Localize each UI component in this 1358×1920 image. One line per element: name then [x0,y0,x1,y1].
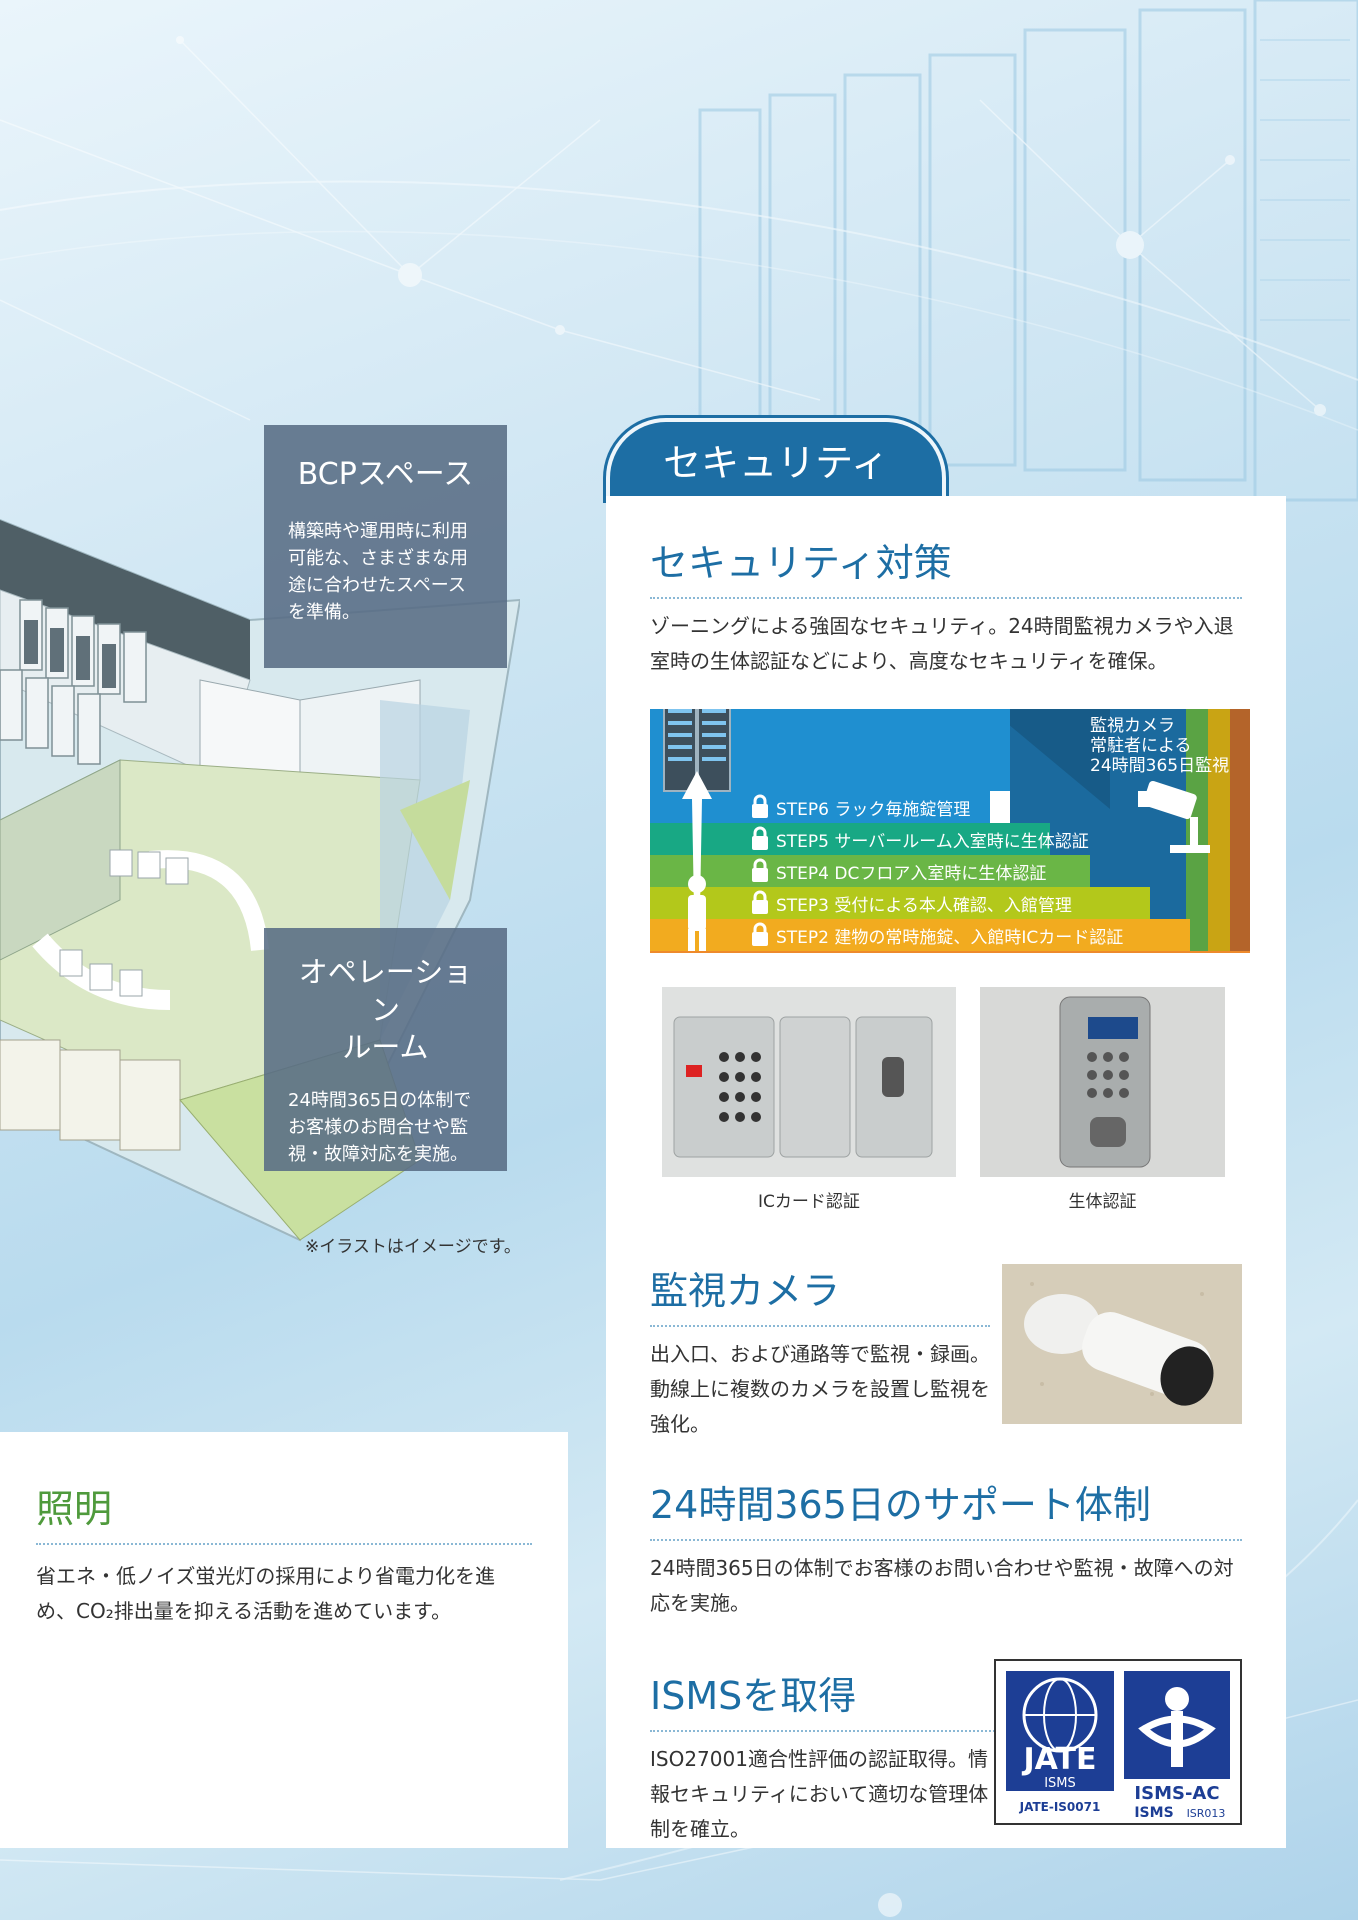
lock-icon [752,858,768,882]
lock-icon [752,922,768,946]
lock-icon [752,890,768,914]
isms-ac-logo-code: ISR013 [1187,1807,1226,1820]
jate-logo-text: JATE [1021,1742,1096,1777]
step-label-5: STEP5 サーバールーム入室時に生体認証 [776,832,1089,852]
bcp-space-title: BCPスペース [297,457,474,492]
security-tab-heading: セキュリティ [606,418,946,500]
lighting-section: 照明 省エネ・低ノイズ蛍光灯の採用により省電力化を進め、CO₂排出量を抑える活動… [0,1432,568,1848]
ic-card-photo-block: ICカード認証 [662,987,956,1212]
biometric-photo-block: 生体認証 [980,987,1225,1212]
step-label-6: STEP6 ラック毎施錠管理 [776,800,970,820]
camera-desc: 出入口、および通路等で監視・録画。動線上に複数のカメラを設置し監視を強化。 [650,1342,990,1436]
camera-section: 監視カメラ 出入口、および通路等で監視・録画。動線上に複数のカメラを設置し監視を… [650,1260,1242,1450]
camera-title: 監視カメラ [650,1260,990,1327]
security-steps-diagram: STEP6 ラック毎施錠管理 STEP5 サーバールーム入室時に生体認証 STEP4… [650,694,1250,983]
isms-title: ISMSを取得 [650,1665,1002,1732]
step-bar-6 [650,791,990,823]
jate-logo-code: JATE-IS0071 [1019,1800,1101,1814]
support-desc: 24時間365日の体制でお客様のお問い合わせや監視・故障への対応を実施。 [650,1556,1234,1615]
security-camera-icon [1138,780,1210,853]
lock-icon [752,794,768,818]
isms-section: ISMSを取得 ISO27001適合性評価の認証取得。情報セキュリティにおいて適… [650,1659,1242,1847]
monitor-band-yellow [1208,709,1230,953]
operation-room-desc: 24時間365日の体制でお客様のお問合せや監視・故障対応を実施。 [288,1090,472,1166]
step-bar-2 [650,919,1190,951]
step-bar-3 [650,887,1150,919]
biometric-reader-photo [980,987,1225,1177]
monitor-band-brown [1230,709,1250,953]
step-label-2: STEP2 建物の常時施錠、入館時ICカード認証 [776,928,1123,948]
jate-logo-sub: ISMS [1044,1776,1076,1791]
bcp-space-box: BCPスペース 構築時や運用時に利用可能な、さまざまな用途に合わせたスペースを準… [264,425,507,668]
illustration-note: ※イラストはイメージです。 [305,1237,521,1257]
auth-photos: ICカード認証 生体認証 [650,987,1242,1212]
monitor-band-shade [990,709,1110,809]
security-panel: セキュリティ対策 ゾーニングによる強固なセキュリティ。24時間監視カメラや入退室… [606,496,1286,1848]
monitor-label-line3: 24時間365日監視 [1090,756,1229,776]
operation-room-title-line1: オペレーション [298,955,473,1027]
lighting-desc: 省エネ・低ノイズ蛍光灯の採用により省電力化を進め、CO₂排出量を抑える活動を進め… [36,1564,495,1623]
security-measures-title: セキュリティ対策 [650,532,1242,599]
ic-card-reader-photo [662,987,956,1177]
isms-certification-logos: JATE ISMS JATE-IS0071 ISMS-AC ISMS ISR01… [994,1659,1242,1825]
person-arrow-icon [682,771,712,951]
operation-room-box: オペレーション ルーム 24時間365日の体制でお客様のお問合せや監視・故障対応… [264,928,507,1171]
jate-logo [1006,1671,1114,1791]
operation-room-title: オペレーション ルーム [288,954,483,1067]
monitor-label-line1: 監視カメラ [1090,716,1175,736]
operation-room-title-line2: ルーム [342,1030,429,1065]
support-section: 24時間365日のサポート体制 24時間365日の体制でお客様のお問い合わせや監… [650,1474,1242,1621]
isms-ac-logo-sub: ISMS [1134,1805,1173,1821]
step-bar-5 [650,823,1050,855]
security-measures-desc: ゾーニングによる強固なセキュリティ。24時間監視カメラや入退室時の生体認証などに… [650,614,1234,673]
lock-icon [752,826,768,850]
isms-ac-logo-text: ISMS-AC [1134,1783,1219,1804]
bcp-space-desc: 構築時や運用時に利用可能な、さまざまな用途に合わせたスペースを準備。 [288,521,468,623]
monitor-label-line2: 常駐者による [1090,736,1192,756]
lighting-title: 照明 [36,1478,532,1545]
isms-desc: ISO27001適合性評価の認証取得。情報セキュリティにおいて適切な管理体制を確… [650,1747,989,1841]
step-label-4: STEP4 DCフロア入室時に生体認証 [776,864,1046,884]
step-bar-1 [650,951,1250,983]
biometric-caption: 生体認証 [1068,1192,1137,1212]
support-title: 24時間365日のサポート体制 [650,1474,1242,1541]
server-rack-icon [663,694,731,792]
surveillance-camera-photo [1002,1264,1242,1424]
ic-card-caption: ICカード認証 [758,1192,860,1212]
step-label-3: STEP3 受付による本人確認、入館管理 [776,896,1072,916]
